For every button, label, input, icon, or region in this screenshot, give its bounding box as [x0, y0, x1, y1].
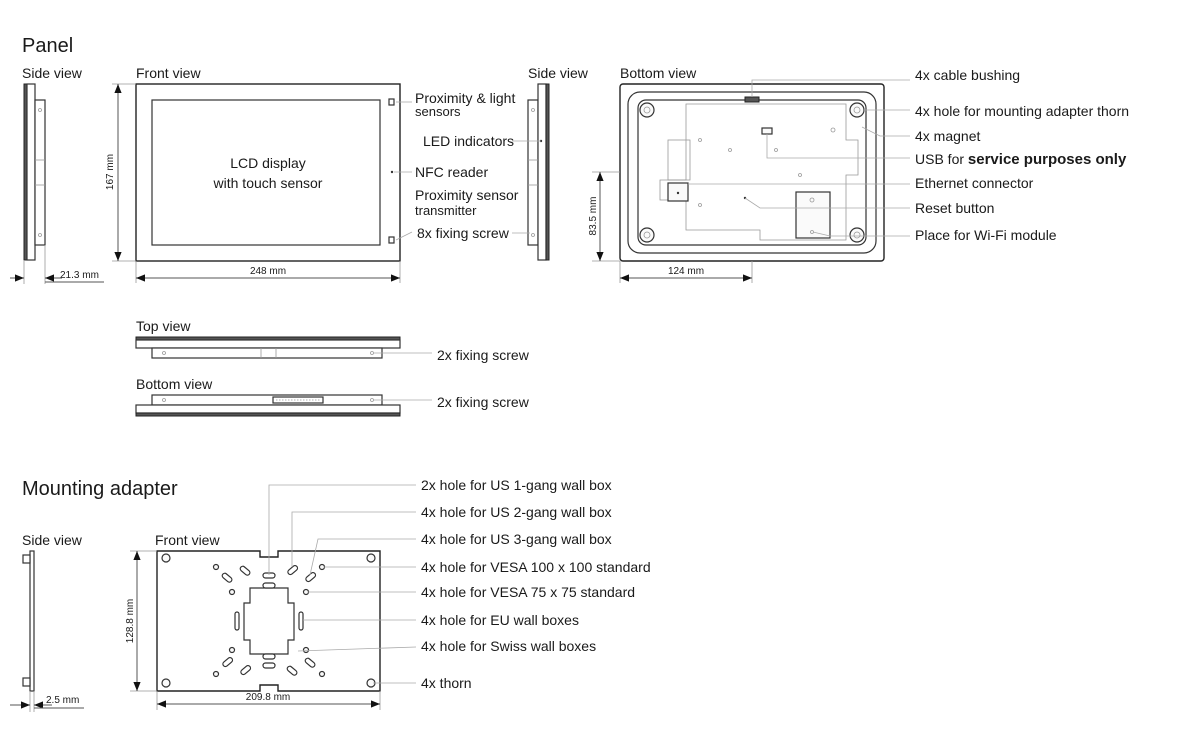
bottom-view-width-dimension: 124 mm	[668, 266, 704, 277]
panel-front-view: Front view LCD display with touch sensor…	[105, 65, 413, 283]
vesa-75-label: 4x hole for VESA 75 x 75 standard	[421, 584, 635, 600]
proximity-light-sensors-label-1: Proximity & light	[415, 90, 515, 106]
panel-title: Panel	[22, 35, 73, 57]
thorn-label: 4x thorn	[421, 675, 472, 691]
wifi-module-label: Place for Wi-Fi module	[915, 227, 1057, 243]
us-1-gang-label: 2x hole for US 1-gang wall box	[421, 477, 612, 493]
panel-depth-dimension: 21.3 mm	[60, 270, 99, 281]
adapter-side-view-label: Side view	[22, 532, 83, 548]
panel-side-view: Side view 21.3 mm	[10, 65, 104, 284]
lcd-display-label-line1: LCD display	[230, 155, 305, 171]
panel-height-dimension: 167 mm	[105, 154, 116, 190]
proximity-transmitter-label-1: Proximity sensor	[415, 187, 519, 203]
swiss-wall-box-label: 4x hole for Swiss wall boxes	[421, 638, 596, 654]
panel-side-view-label: Side view	[22, 65, 83, 81]
us-3-gang-label: 4x hole for US 3-gang wall box	[421, 531, 612, 547]
top-view-fixing-screw-label: 2x fixing screw	[437, 347, 530, 363]
panel-bottom-view: Bottom view	[588, 65, 910, 283]
vesa-100-label: 4x hole for VESA 100 x 100 standard	[421, 559, 651, 575]
adapter-width-dimension: 209.8 mm	[246, 692, 290, 703]
proximity-transmitter-label-2: transmitter	[415, 203, 477, 218]
adapter-height-dimension: 128.8 mm	[125, 599, 136, 643]
panel-bottom-view-2: Bottom view 2x fixing screw	[135, 376, 530, 417]
proximity-light-sensors-label-2: sensors	[415, 104, 461, 119]
panel-width-dimension: 248 mm	[250, 266, 286, 277]
lcd-display-area	[151, 99, 381, 246]
magnet-label: 4x magnet	[915, 128, 980, 144]
adapter-side-view: Side view 2.5 mm	[10, 532, 84, 712]
usb-label-bold: service purposes only	[968, 151, 1127, 168]
panel-top-view: Top view 2x fixing screw	[135, 318, 530, 363]
lcd-display-label-line2: with touch sensor	[213, 175, 323, 191]
panel-bottom-view-label-2: Bottom view	[136, 376, 213, 392]
bottom-view-height-dimension: 83.5 mm	[588, 197, 599, 236]
fixing-screw-label: 8x fixing screw	[417, 225, 510, 241]
bottom-view-fixing-screw-label: 2x fixing screw	[437, 394, 530, 410]
ethernet-connector-label: Ethernet connector	[915, 175, 1034, 191]
reset-button-label: Reset button	[915, 200, 994, 216]
us-2-gang-label: 4x hole for US 2-gang wall box	[421, 504, 612, 520]
mounting-thorn-hole-label: 4x hole for mounting adapter thorn	[915, 103, 1129, 119]
panel-side-view-right: Side view	[512, 65, 589, 261]
cable-bushing-label: 4x cable bushing	[915, 67, 1020, 83]
usb-label-prefix: USB for	[915, 151, 968, 167]
panel-front-view-label: Front view	[136, 65, 201, 81]
panel-bottom-view-label: Bottom view	[620, 65, 697, 81]
eu-wall-box-label: 4x hole for EU wall boxes	[421, 612, 579, 628]
usb-label: USB for service purposes only	[915, 151, 1127, 168]
adapter-depth-dimension: 2.5 mm	[46, 695, 79, 706]
adapter-front-view: Front view	[125, 484, 417, 710]
panel-side-view-label-right: Side view	[528, 65, 589, 81]
adapter-front-view-label: Front view	[155, 532, 220, 548]
led-indicators-label: LED indicators	[423, 133, 514, 149]
nfc-reader-label: NFC reader	[415, 164, 488, 180]
adapter-title: Mounting adapter	[22, 478, 178, 500]
panel-top-view-label: Top view	[136, 318, 191, 334]
